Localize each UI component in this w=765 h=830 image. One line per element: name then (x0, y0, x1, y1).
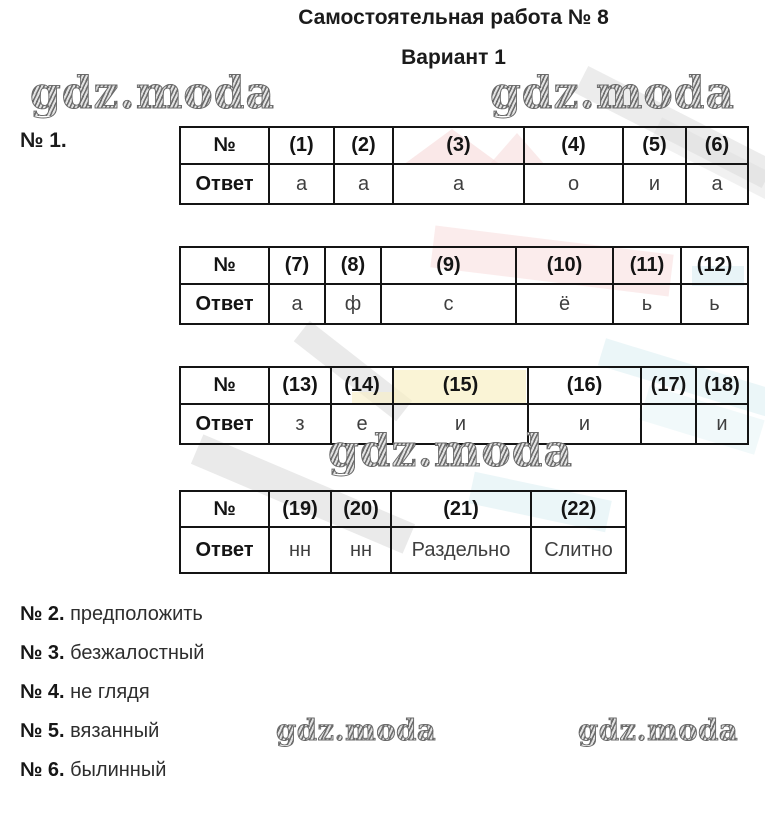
col-header: (4) (523, 126, 624, 165)
answer-cell: и (695, 403, 749, 445)
col-header: (20) (330, 490, 392, 528)
answer-table-3: № (13) (14) (15) (16) (17) (18) Ответ з … (179, 366, 749, 445)
answer-cell: и (392, 403, 529, 445)
number-row-header: № (179, 490, 270, 528)
col-header: (9) (380, 246, 517, 285)
col-header: (11) (612, 246, 682, 285)
col-header: (19) (268, 490, 332, 528)
answer-cell: ё (515, 283, 614, 325)
watermark-top-left: gdz.moda (30, 68, 276, 119)
answer-table-4: № (19) (20) (21) (22) Ответ нн нн Раздел… (179, 490, 627, 574)
number-row-header: № (179, 126, 270, 165)
task-line-2: № 2. предположить (20, 603, 203, 626)
watermark-middle: gdz.moda (328, 426, 574, 477)
task-label: № 6. (20, 759, 65, 781)
answer-cell: а (333, 163, 394, 205)
task-label: № 4. (20, 681, 65, 703)
col-header: (14) (330, 366, 394, 405)
answer-table-2: № (7) (8) (9) (10) (11) (12) Ответ а ф с… (179, 246, 749, 325)
col-header: (7) (268, 246, 326, 285)
col-header: (16) (527, 366, 642, 405)
answer-cell: с (380, 283, 517, 325)
answer-row-header: Ответ (179, 163, 270, 205)
col-header: (10) (515, 246, 614, 285)
task-answer: вязанный (70, 720, 160, 742)
page-title: Самостоятельная работа № 8 (298, 6, 609, 29)
number-row-header: № (179, 246, 270, 285)
col-header: (21) (390, 490, 532, 528)
task-label: № 5. (20, 720, 65, 742)
task-line-4: № 4. не глядя (20, 681, 150, 704)
answer-cell: Раздельно (390, 526, 532, 574)
variant-subtitle: Вариант 1 (401, 46, 506, 69)
answer-cell: ф (324, 283, 382, 325)
answer-cell: ь (680, 283, 749, 325)
answer-cell: а (268, 163, 335, 205)
answer-cell: а (685, 163, 749, 205)
task-line-3: № 3. безжалостный (20, 642, 204, 665)
answer-cell: а (268, 283, 326, 325)
task-line-5: № 5. вязанный (20, 720, 159, 743)
col-header: (15) (392, 366, 529, 405)
answer-cell: нн (268, 526, 332, 574)
task-label: № 2. (20, 603, 65, 625)
answer-cell: ь (612, 283, 682, 325)
col-header: (3) (392, 126, 525, 165)
watermark-bottom-left: gdz.moda (276, 713, 437, 747)
answer-cell: и (527, 403, 642, 445)
answer-cell: и (622, 163, 687, 205)
answer-cell: нн (330, 526, 392, 574)
answer-cell: з (268, 403, 332, 445)
col-header: (12) (680, 246, 749, 285)
col-header: (2) (333, 126, 394, 165)
task-line-6: № 6. былинный (20, 759, 166, 782)
number-row-header: № (179, 366, 270, 405)
col-header: (8) (324, 246, 382, 285)
answer-row-header: Ответ (179, 403, 270, 445)
col-header: (5) (622, 126, 687, 165)
answer-row-header: Ответ (179, 526, 270, 574)
col-header: (18) (695, 366, 749, 405)
answer-cell: е (330, 403, 394, 445)
col-header: (17) (640, 366, 697, 405)
watermark-top-right: gdz.moda (490, 68, 736, 119)
task-label: № 3. (20, 642, 65, 664)
answer-row-header: Ответ (179, 283, 270, 325)
answer-cell: о (523, 163, 624, 205)
answer-cell (640, 403, 697, 445)
answer-table-1: № (1) (2) (3) (4) (5) (6) Ответ а а а о … (179, 126, 749, 205)
answer-cell: Слитно (530, 526, 627, 574)
task-answer: безжалостный (70, 642, 205, 664)
task-answer: былинный (70, 759, 167, 781)
watermark-bottom-right: gdz.moda (578, 713, 739, 747)
answer-cell: а (392, 163, 525, 205)
task-answer: не глядя (70, 681, 150, 703)
col-header: (6) (685, 126, 749, 165)
col-header: (22) (530, 490, 627, 528)
col-header: (1) (268, 126, 335, 165)
task-answer: предположить (70, 603, 203, 625)
col-header: (13) (268, 366, 332, 405)
task1-label: № 1. (20, 129, 67, 152)
